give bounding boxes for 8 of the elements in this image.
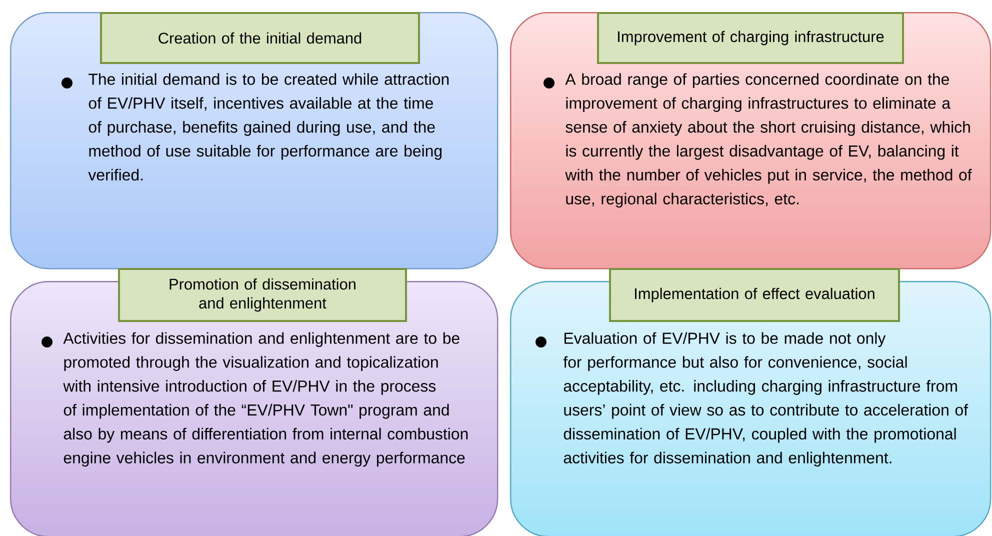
body-text: A broad range of parties concerned coordinate on the improvement of charging infrastructures to eliminate a sense of anxiety about the short cruising distance, which is currently the largest disadvantage of EV, balancing it with the number of vehicles put in service, the method of use, regional characteristics, etc. [565, 73, 972, 208]
title-box: Creation of the initial demand [100, 12, 420, 64]
body-text: The initial demand is to be created while attraction of EV/PHV itself, incentives available at the time of purchase, benefits gained during use, and the method of use suitable for performance are being verified. [88, 73, 449, 181]
body-text: Evaluation of EV/PHV is to be made not only for performance but also for convenience, social acceptability, etc. including charging infrastructure from users’ point of view so as to contribute to acceleration of dissemination of EV/PHV, coupled with the promotional activities for dissemination and enlightenment. [563, 332, 968, 467]
title-box: Implementation of effect evaluation [609, 268, 900, 322]
title-box: Promotion of dissemination and enlightenment [118, 268, 407, 322]
body-text: Activities for dissemination and enlightenment are to be promoted through the visualization and topicalization with intensive introduction of EV/PHV in the process of implementation of the “EV/PHV Town" program and also by means of differentiation from internal combustion engine vehicles in environment and energy performance [63, 332, 468, 467]
title-box: Improvement of charging infrastructure [597, 12, 904, 64]
